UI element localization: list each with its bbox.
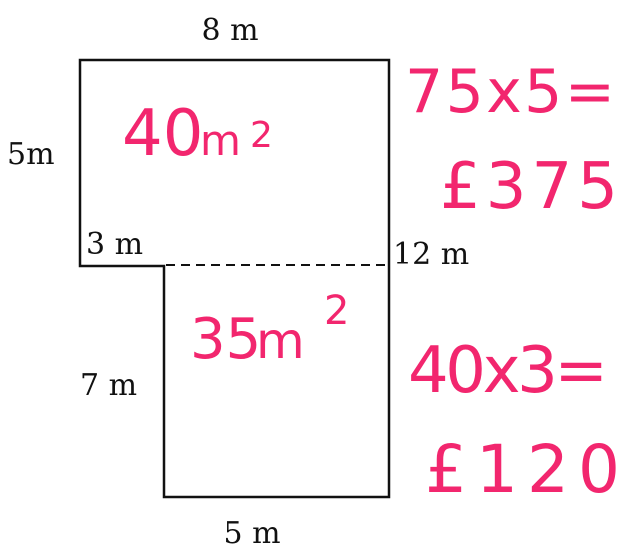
calc-lower-result: £120 (425, 431, 620, 508)
calc-lower-expression: 40x3= (408, 334, 608, 408)
left-upper-height-label: 5m (7, 137, 55, 172)
lower-area-power: 2 (324, 288, 349, 334)
upper-area-value: 40 (122, 97, 203, 171)
upper-area-annotation: 40 m 2 (122, 97, 273, 171)
calc-upper-expression: 75x5= (405, 57, 615, 127)
top-width-label: 8 m (201, 13, 258, 48)
upper-area-unit: m (200, 116, 241, 165)
bottom-width-label: 5 m (223, 516, 280, 549)
step-width-label: 3 m (86, 227, 143, 262)
lower-area-unit: m (256, 312, 305, 370)
right-height-label: 12 m (393, 237, 469, 272)
calc-upper-result: £375 (440, 150, 618, 224)
left-lower-height-label: 7 m (80, 368, 137, 403)
lower-area-annotation: 35 m 2 (190, 288, 349, 372)
upper-area-power: 2 (250, 115, 273, 156)
lower-area-value: 35 (190, 307, 261, 372)
shape-outline (78, 58, 391, 499)
